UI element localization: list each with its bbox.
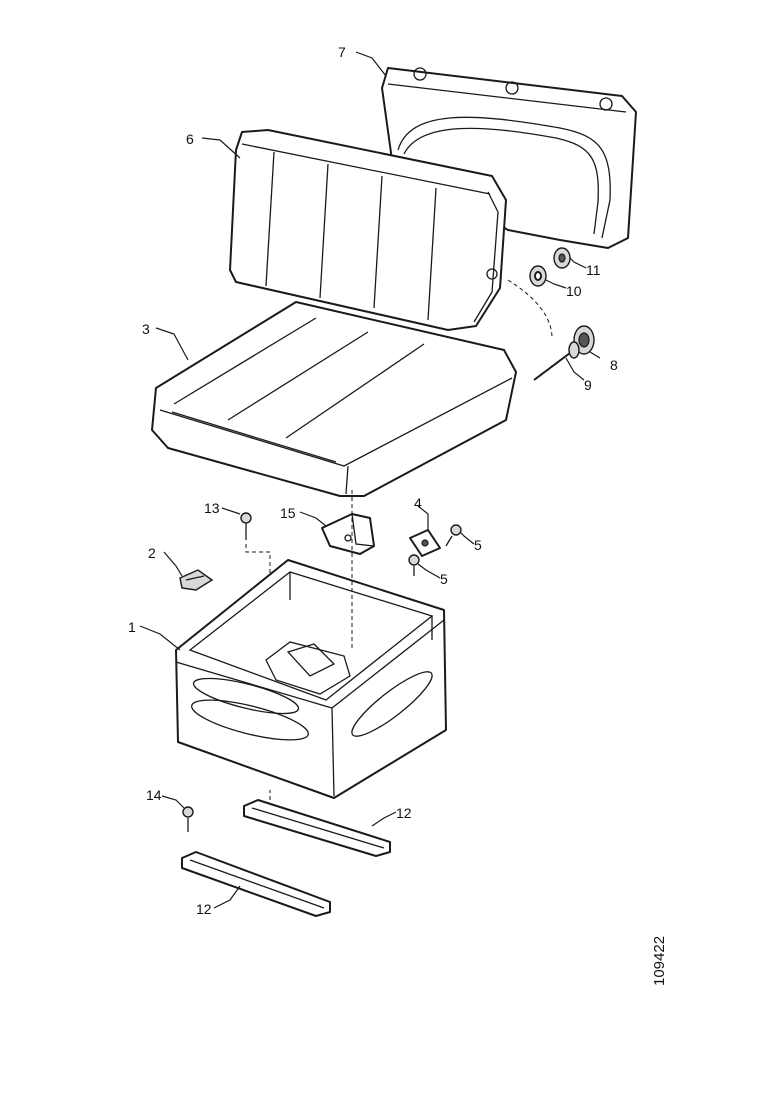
bolt-part <box>533 341 580 381</box>
callout-8: 8 <box>610 357 618 373</box>
backrest-cushion-part <box>229 129 507 331</box>
rail-part <box>243 790 391 857</box>
callout-10: 10 <box>566 283 582 299</box>
callout-12-lower: 12 <box>196 901 212 917</box>
callout-14: 14 <box>146 787 162 803</box>
seat-cushion-part <box>151 301 517 497</box>
callout-3: 3 <box>142 321 150 337</box>
callout-2: 2 <box>148 545 156 561</box>
backrest-shell-part <box>381 67 637 249</box>
latch-part <box>179 569 214 591</box>
clip-part <box>409 529 441 557</box>
washer-part <box>529 265 547 287</box>
callout-1: 1 <box>128 619 136 635</box>
callout-6: 6 <box>186 131 194 147</box>
nut-part <box>553 247 571 269</box>
leader-lines <box>139 51 601 909</box>
base-frame-part <box>175 490 447 799</box>
reference-code: 109422 <box>651 936 668 986</box>
callout-4: 4 <box>414 495 422 511</box>
screw-part <box>408 554 420 576</box>
callout-11: 11 <box>586 262 601 278</box>
screw-part <box>182 806 194 832</box>
callout-9: 9 <box>584 377 592 393</box>
callout-13: 13 <box>204 500 220 516</box>
rail-part <box>181 851 331 917</box>
callout-12-upper: 12 <box>396 805 412 821</box>
callout-5-lower: 5 <box>440 571 448 587</box>
callout-5-upper: 5 <box>474 537 482 553</box>
callout-7: 7 <box>338 44 346 60</box>
bracket-part <box>321 513 375 555</box>
callout-labels: 7 6 3 11 10 8 9 13 15 4 5 5 2 1 14 12 12 <box>128 44 618 917</box>
callout-15: 15 <box>280 505 296 521</box>
screw-part <box>445 524 462 547</box>
